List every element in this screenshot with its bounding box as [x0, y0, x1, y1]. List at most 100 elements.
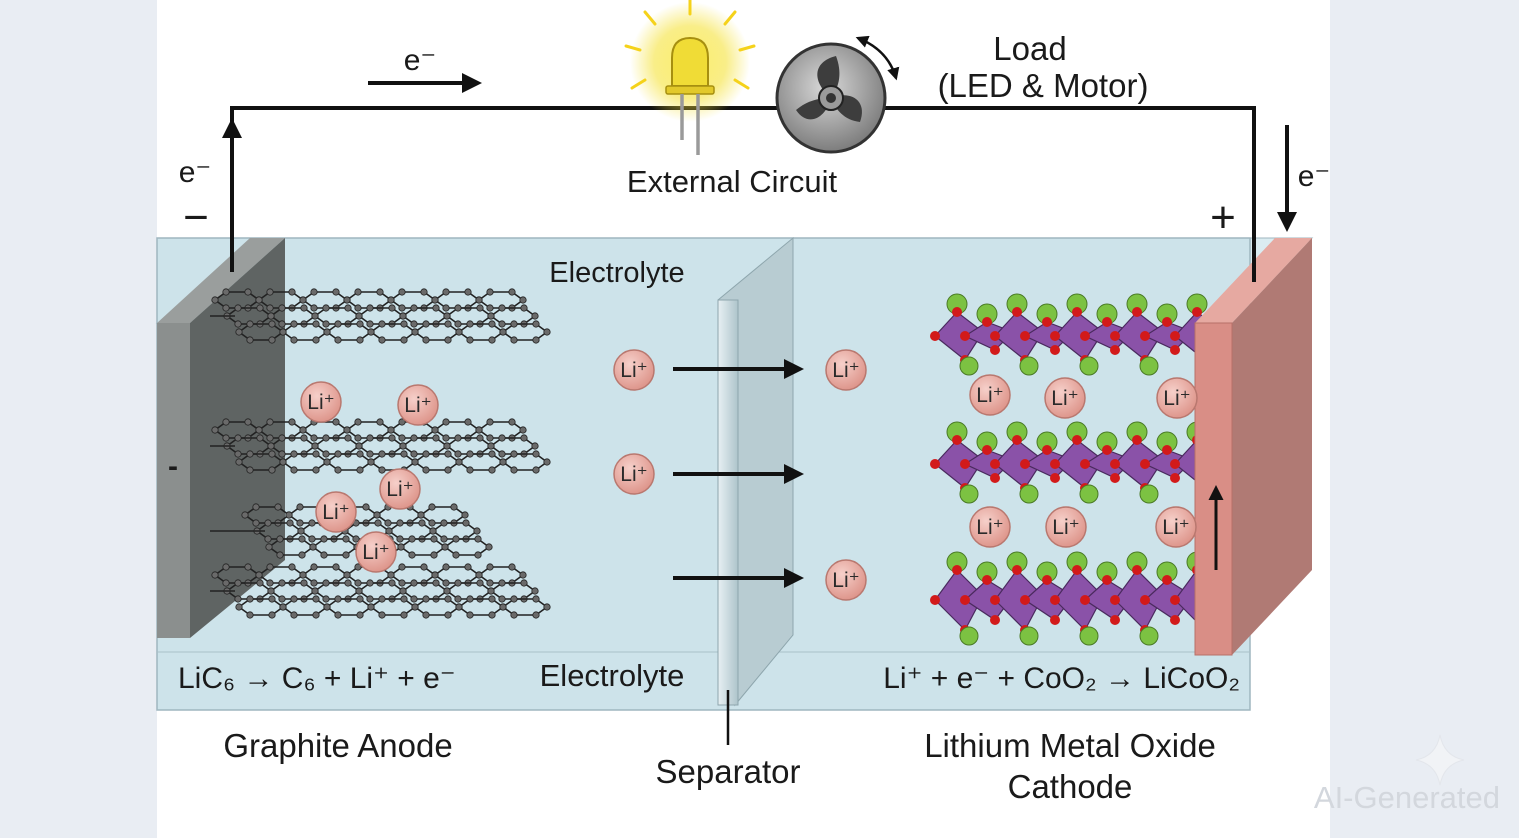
carbon-atom: [235, 603, 243, 611]
carbon-atom: [234, 434, 242, 442]
lithium-site: [1079, 484, 1099, 504]
carbon-atom: [354, 418, 362, 426]
carbon-atom: [378, 320, 386, 328]
cathode-plate-front: [1194, 322, 1233, 656]
carbon-atom: [398, 418, 406, 426]
carbon-atom: [309, 543, 317, 551]
carbon-atom: [290, 466, 298, 474]
carbon-atom: [444, 320, 452, 328]
carbon-atom: [428, 503, 436, 511]
lithium-site: [1079, 626, 1099, 646]
carbon-atom: [520, 434, 528, 442]
carbon-atom: [398, 288, 406, 296]
oxygen-atom: [990, 459, 1000, 469]
carbon-atom: [519, 426, 527, 434]
carbon-atom: [299, 296, 307, 304]
carbon-atom: [543, 328, 551, 336]
carbon-atom: [442, 288, 450, 296]
carbon-atom: [411, 458, 419, 466]
carbon-atom: [344, 579, 352, 587]
carbon-atom: [312, 466, 320, 474]
carbon-atom: [290, 595, 298, 603]
carbon-atom: [366, 579, 374, 587]
carbon-atom: [268, 466, 276, 474]
electron-label-top: e⁻: [404, 44, 437, 77]
carbon-atom: [334, 336, 342, 344]
carbon-atom: [532, 336, 540, 344]
anode-sign: -: [168, 450, 178, 483]
oxygen-atom: [1012, 307, 1022, 317]
carbon-atom: [454, 320, 462, 328]
carbon-atom: [354, 434, 362, 442]
carbon-atom: [508, 418, 516, 426]
carbon-atom: [418, 519, 426, 527]
li-ion: Li⁺: [315, 491, 357, 533]
carbon-atom: [543, 458, 551, 466]
carbon-atom: [266, 579, 274, 587]
carbon-atom: [235, 458, 243, 466]
carbon-atom: [498, 304, 506, 312]
oxygen-atom: [1020, 595, 1030, 605]
anode-plate-front: [157, 323, 190, 638]
li-ion: Li⁺: [825, 349, 867, 391]
carbon-atom: [510, 336, 518, 344]
carbon-atom: [366, 304, 374, 312]
li-ion-label: Li⁺: [307, 391, 334, 414]
oxygen-atom: [1012, 565, 1022, 575]
carbon-atom: [476, 304, 484, 312]
carbon-atom: [234, 304, 242, 312]
carbon-atom: [474, 535, 482, 543]
oxygen-atom: [1020, 331, 1030, 341]
rotation-arrows-icon: [855, 35, 900, 81]
carbon-atom: [508, 563, 516, 571]
carbon-atom: [519, 571, 527, 579]
carbon-atom: [310, 434, 318, 442]
oxygen-atom: [1050, 331, 1060, 341]
carbon-atom: [274, 503, 282, 511]
oxygen-atom: [1110, 473, 1120, 483]
carbon-atom: [432, 304, 440, 312]
carbon-atom: [444, 466, 452, 474]
carbon-atom: [486, 563, 494, 571]
oxygen-atom: [1110, 595, 1120, 605]
li-ion: Li⁺: [969, 506, 1011, 548]
carbon-atom: [322, 320, 330, 328]
carbon-atom: [485, 543, 493, 551]
carbon-atom: [452, 551, 460, 559]
carbon-atom: [400, 450, 408, 458]
lithium-site: [1019, 626, 1039, 646]
carbon-atom: [486, 418, 494, 426]
carbon-atom: [267, 587, 275, 595]
oxygen-atom: [952, 435, 962, 445]
carbon-atom: [356, 611, 364, 619]
carbon-atom: [298, 551, 306, 559]
carbon-atom: [322, 579, 330, 587]
carbon-atom: [312, 320, 320, 328]
oxygen-atom: [1110, 615, 1120, 625]
carbon-atom: [288, 563, 296, 571]
li-ion-label: Li⁺: [386, 478, 413, 501]
oxygen-atom: [960, 459, 970, 469]
carbon-atom: [531, 442, 539, 450]
carbon-atom: [387, 426, 395, 434]
carbon-atom: [519, 296, 527, 304]
carbon-atom: [444, 336, 452, 344]
li-ion: Li⁺: [300, 381, 342, 423]
carbon-atom: [299, 426, 307, 434]
carbon-atom: [266, 288, 274, 296]
carbon-atom: [476, 579, 484, 587]
carbon-atom: [399, 442, 407, 450]
oxygen-atom: [1192, 307, 1202, 317]
li-ion-label: Li⁺: [620, 463, 647, 486]
carbon-atom: [455, 458, 463, 466]
carbon-atom: [354, 579, 362, 587]
carbon-atom: [211, 571, 219, 579]
li-ion: Li⁺: [1044, 377, 1086, 419]
carbon-atom: [432, 434, 440, 442]
carbon-atom: [310, 288, 318, 296]
lithium-site: [959, 484, 979, 504]
carbon-atom: [354, 563, 362, 571]
led-bulb-icon: [624, 0, 756, 155]
carbon-atom: [334, 466, 342, 474]
